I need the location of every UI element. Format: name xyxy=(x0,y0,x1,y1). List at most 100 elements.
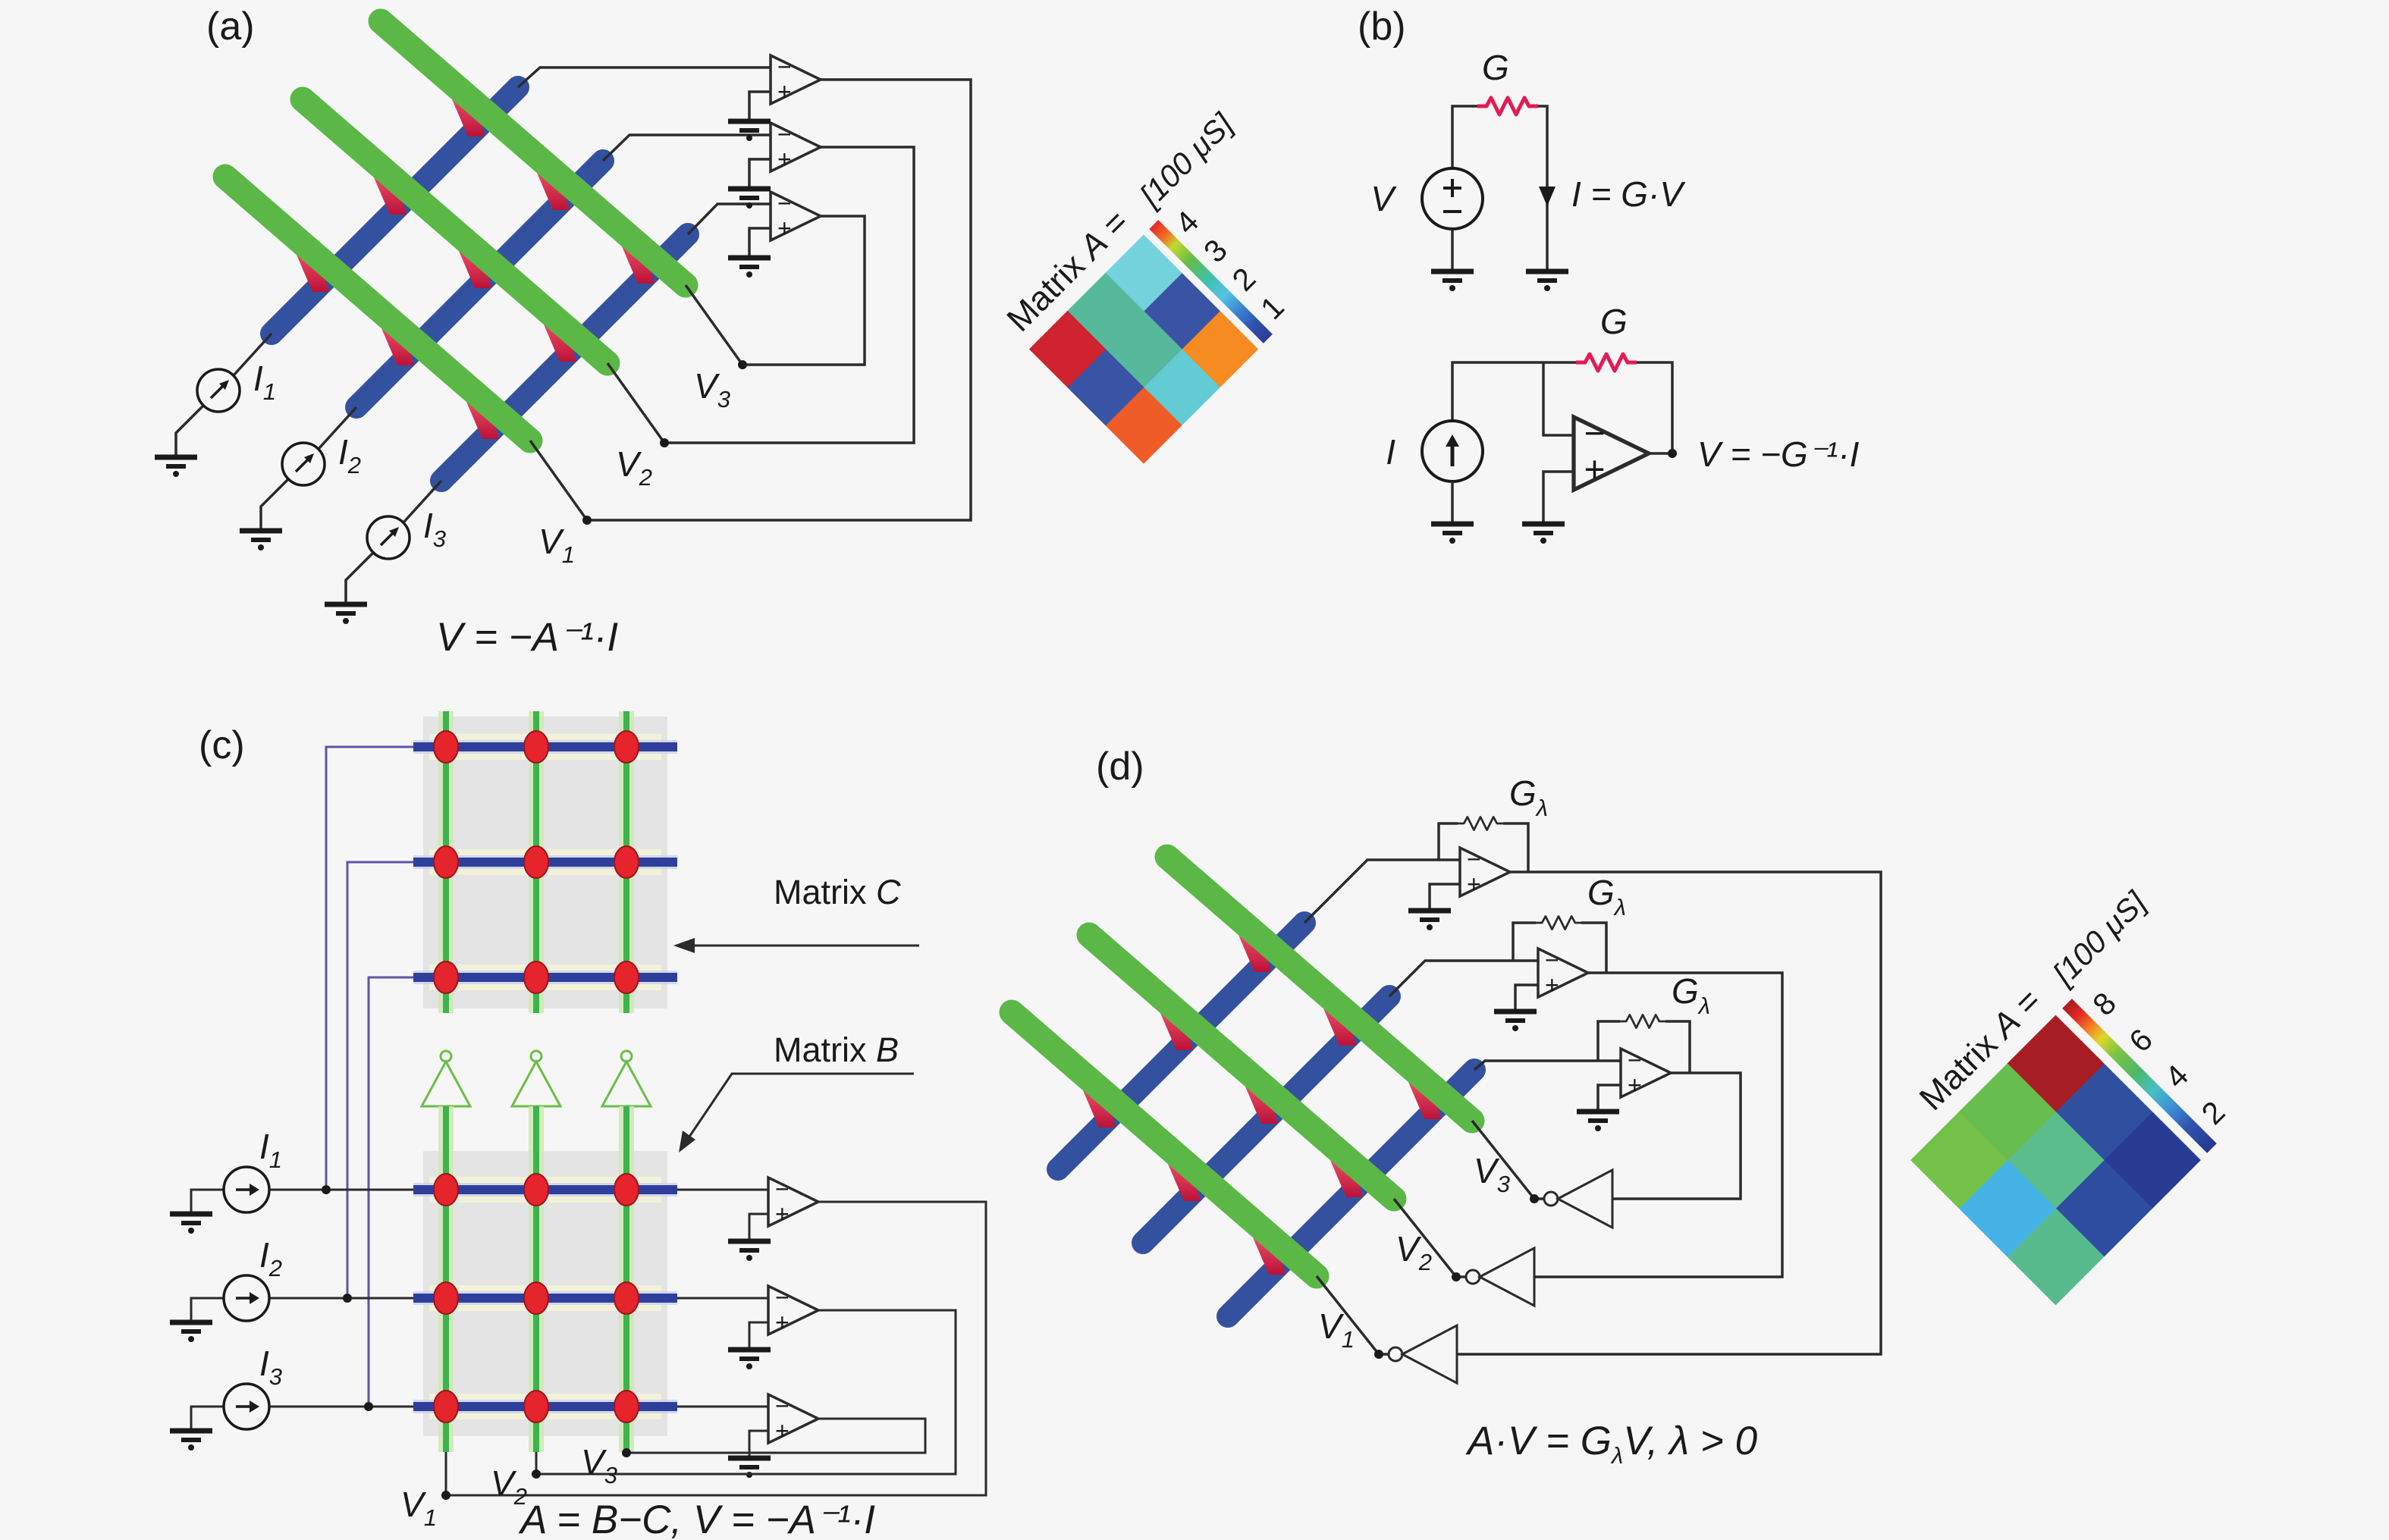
v2-node xyxy=(1452,1272,1461,1281)
opamp-minus-input: − xyxy=(775,1284,790,1311)
opamp[interactable]: − + xyxy=(1571,414,1654,494)
arrow-icon xyxy=(673,938,695,953)
panel-a-equation: V = −A⁻¹·I xyxy=(436,615,618,660)
ground-icon xyxy=(170,1431,212,1451)
ground-icon xyxy=(728,1241,771,1261)
current-source-i3[interactable] xyxy=(366,515,411,560)
v1-label: V1 xyxy=(1318,1306,1355,1353)
current-source[interactable] xyxy=(1422,421,1483,481)
colorbar-tick: 2 xyxy=(2195,1094,2232,1131)
panel-c-opamps: − + − + − + xyxy=(677,1175,822,1478)
opamp[interactable]: − + xyxy=(1619,1046,1675,1099)
opamp-plus-input: + xyxy=(777,146,792,173)
voltage-source[interactable] xyxy=(1421,167,1484,231)
ground-icon xyxy=(1526,271,1568,291)
opamp-minus-input: − xyxy=(1545,946,1559,974)
opamp-minus-input: − xyxy=(777,121,792,148)
current-source-i2[interactable] xyxy=(281,441,326,487)
v2-node xyxy=(532,1469,541,1479)
column-inverters xyxy=(420,1049,652,1108)
opamp[interactable]: − + xyxy=(767,1392,822,1445)
ground-icon xyxy=(1408,911,1451,930)
v3-label: V3 xyxy=(694,366,730,412)
opamp-plus-input: + xyxy=(775,1200,790,1228)
colorbar-tick: 3 xyxy=(1197,232,1234,269)
ground-icon xyxy=(1577,1112,1619,1131)
g-lambda-label: Gλ xyxy=(1587,873,1626,921)
feedback-resistor xyxy=(1576,354,1637,371)
g-lambda-label: Gλ xyxy=(1509,773,1548,821)
i2-label: I2 xyxy=(338,432,361,478)
opamp[interactable]: − + xyxy=(769,121,824,174)
v3-label: V3 xyxy=(581,1442,617,1488)
i-source-label: I xyxy=(1386,432,1395,472)
panel-a-label: (a) xyxy=(206,5,255,49)
ground-icon xyxy=(728,189,771,209)
panel-c-feedback: V1 V2 V3 xyxy=(400,1200,987,1531)
inverter[interactable] xyxy=(601,1049,652,1108)
ground-icon xyxy=(728,258,771,278)
v1-node xyxy=(1374,1350,1383,1359)
matrix-labels: Matrix C Matrix B xyxy=(673,873,919,1153)
matrix-b-label: Matrix B xyxy=(774,1030,899,1069)
top-electrode-bar xyxy=(999,999,1329,1289)
colorbar-tick: 8 xyxy=(2086,986,2123,1023)
ground-icon xyxy=(155,457,197,477)
matrix-c-array xyxy=(325,711,677,1407)
matrix-cell xyxy=(1910,1111,2008,1209)
panel-d-opamps: − + Gλ − + Gλ − + Gλ xyxy=(1303,773,1710,1131)
colorbar xyxy=(1149,220,1273,343)
opamp-plus-input: + xyxy=(775,1417,790,1444)
panel-a-opamps: − + − + − + xyxy=(728,53,824,278)
panel-d-crossbar xyxy=(999,844,1486,1328)
opamp[interactable]: − + xyxy=(1537,946,1592,999)
opamp[interactable]: − + xyxy=(769,190,824,243)
g-bottom-label: G xyxy=(1600,302,1628,341)
opamp[interactable]: − + xyxy=(1458,845,1514,899)
v2-node xyxy=(660,438,669,447)
current-source-i1[interactable] xyxy=(196,368,241,413)
opamp-minus-input: − xyxy=(1628,1046,1642,1074)
matrix-c-label: Matrix C xyxy=(774,873,901,911)
v-source-label: V xyxy=(1370,179,1397,218)
v3-label: V3 xyxy=(1474,1151,1510,1197)
opamp[interactable]: − + xyxy=(767,1175,822,1228)
inverter[interactable] xyxy=(1387,1324,1458,1385)
matrix-b-array xyxy=(413,1106,677,1452)
g-lambda-resistor xyxy=(1534,915,1584,930)
panel-a-crossbar xyxy=(212,8,699,492)
current-source-i2[interactable] xyxy=(222,1274,271,1322)
colorbar-tick: 1 xyxy=(1254,289,1291,326)
ground-icon xyxy=(240,531,282,550)
panel-b-label: (b) xyxy=(1358,5,1406,49)
ground-icon xyxy=(170,1214,212,1234)
ground-icon xyxy=(728,1350,771,1369)
opamp[interactable]: − + xyxy=(767,1284,822,1337)
panel-b-top-circuit: G V I = G·V xyxy=(1370,48,1686,291)
panel-b: (b) G V I = G·V − + G I V = −G⁻¹·I xyxy=(1358,5,1860,544)
top-electrode-bar xyxy=(212,164,543,453)
inverter[interactable] xyxy=(420,1049,472,1108)
v1-label: V1 xyxy=(400,1485,437,1531)
top-electrode-bar xyxy=(1076,922,1407,1212)
current-source-i3[interactable] xyxy=(222,1382,271,1431)
opamp-plus-input: + xyxy=(1628,1071,1642,1099)
g-top-label: G xyxy=(1482,48,1509,87)
inverter[interactable] xyxy=(510,1049,562,1108)
g-lambda-resistor xyxy=(1618,1014,1668,1029)
i1-label: I1 xyxy=(259,1127,282,1173)
opamp-plus-input: + xyxy=(777,78,792,105)
i3-label: I3 xyxy=(259,1344,282,1390)
v3-node xyxy=(1530,1194,1539,1203)
opamp[interactable]: − + xyxy=(769,53,824,106)
v3-node xyxy=(622,1448,631,1457)
colorbar-tick: 4 xyxy=(2158,1058,2196,1095)
inverter[interactable] xyxy=(1464,1247,1536,1307)
inverter[interactable] xyxy=(1543,1168,1614,1229)
opamp-plus-input: + xyxy=(777,215,792,242)
v1-node xyxy=(582,516,592,525)
matrix-a-heatmap: Matrix A = 4 3 2 1 [100 μS] xyxy=(999,105,1291,464)
current-source-i1[interactable] xyxy=(222,1165,271,1214)
